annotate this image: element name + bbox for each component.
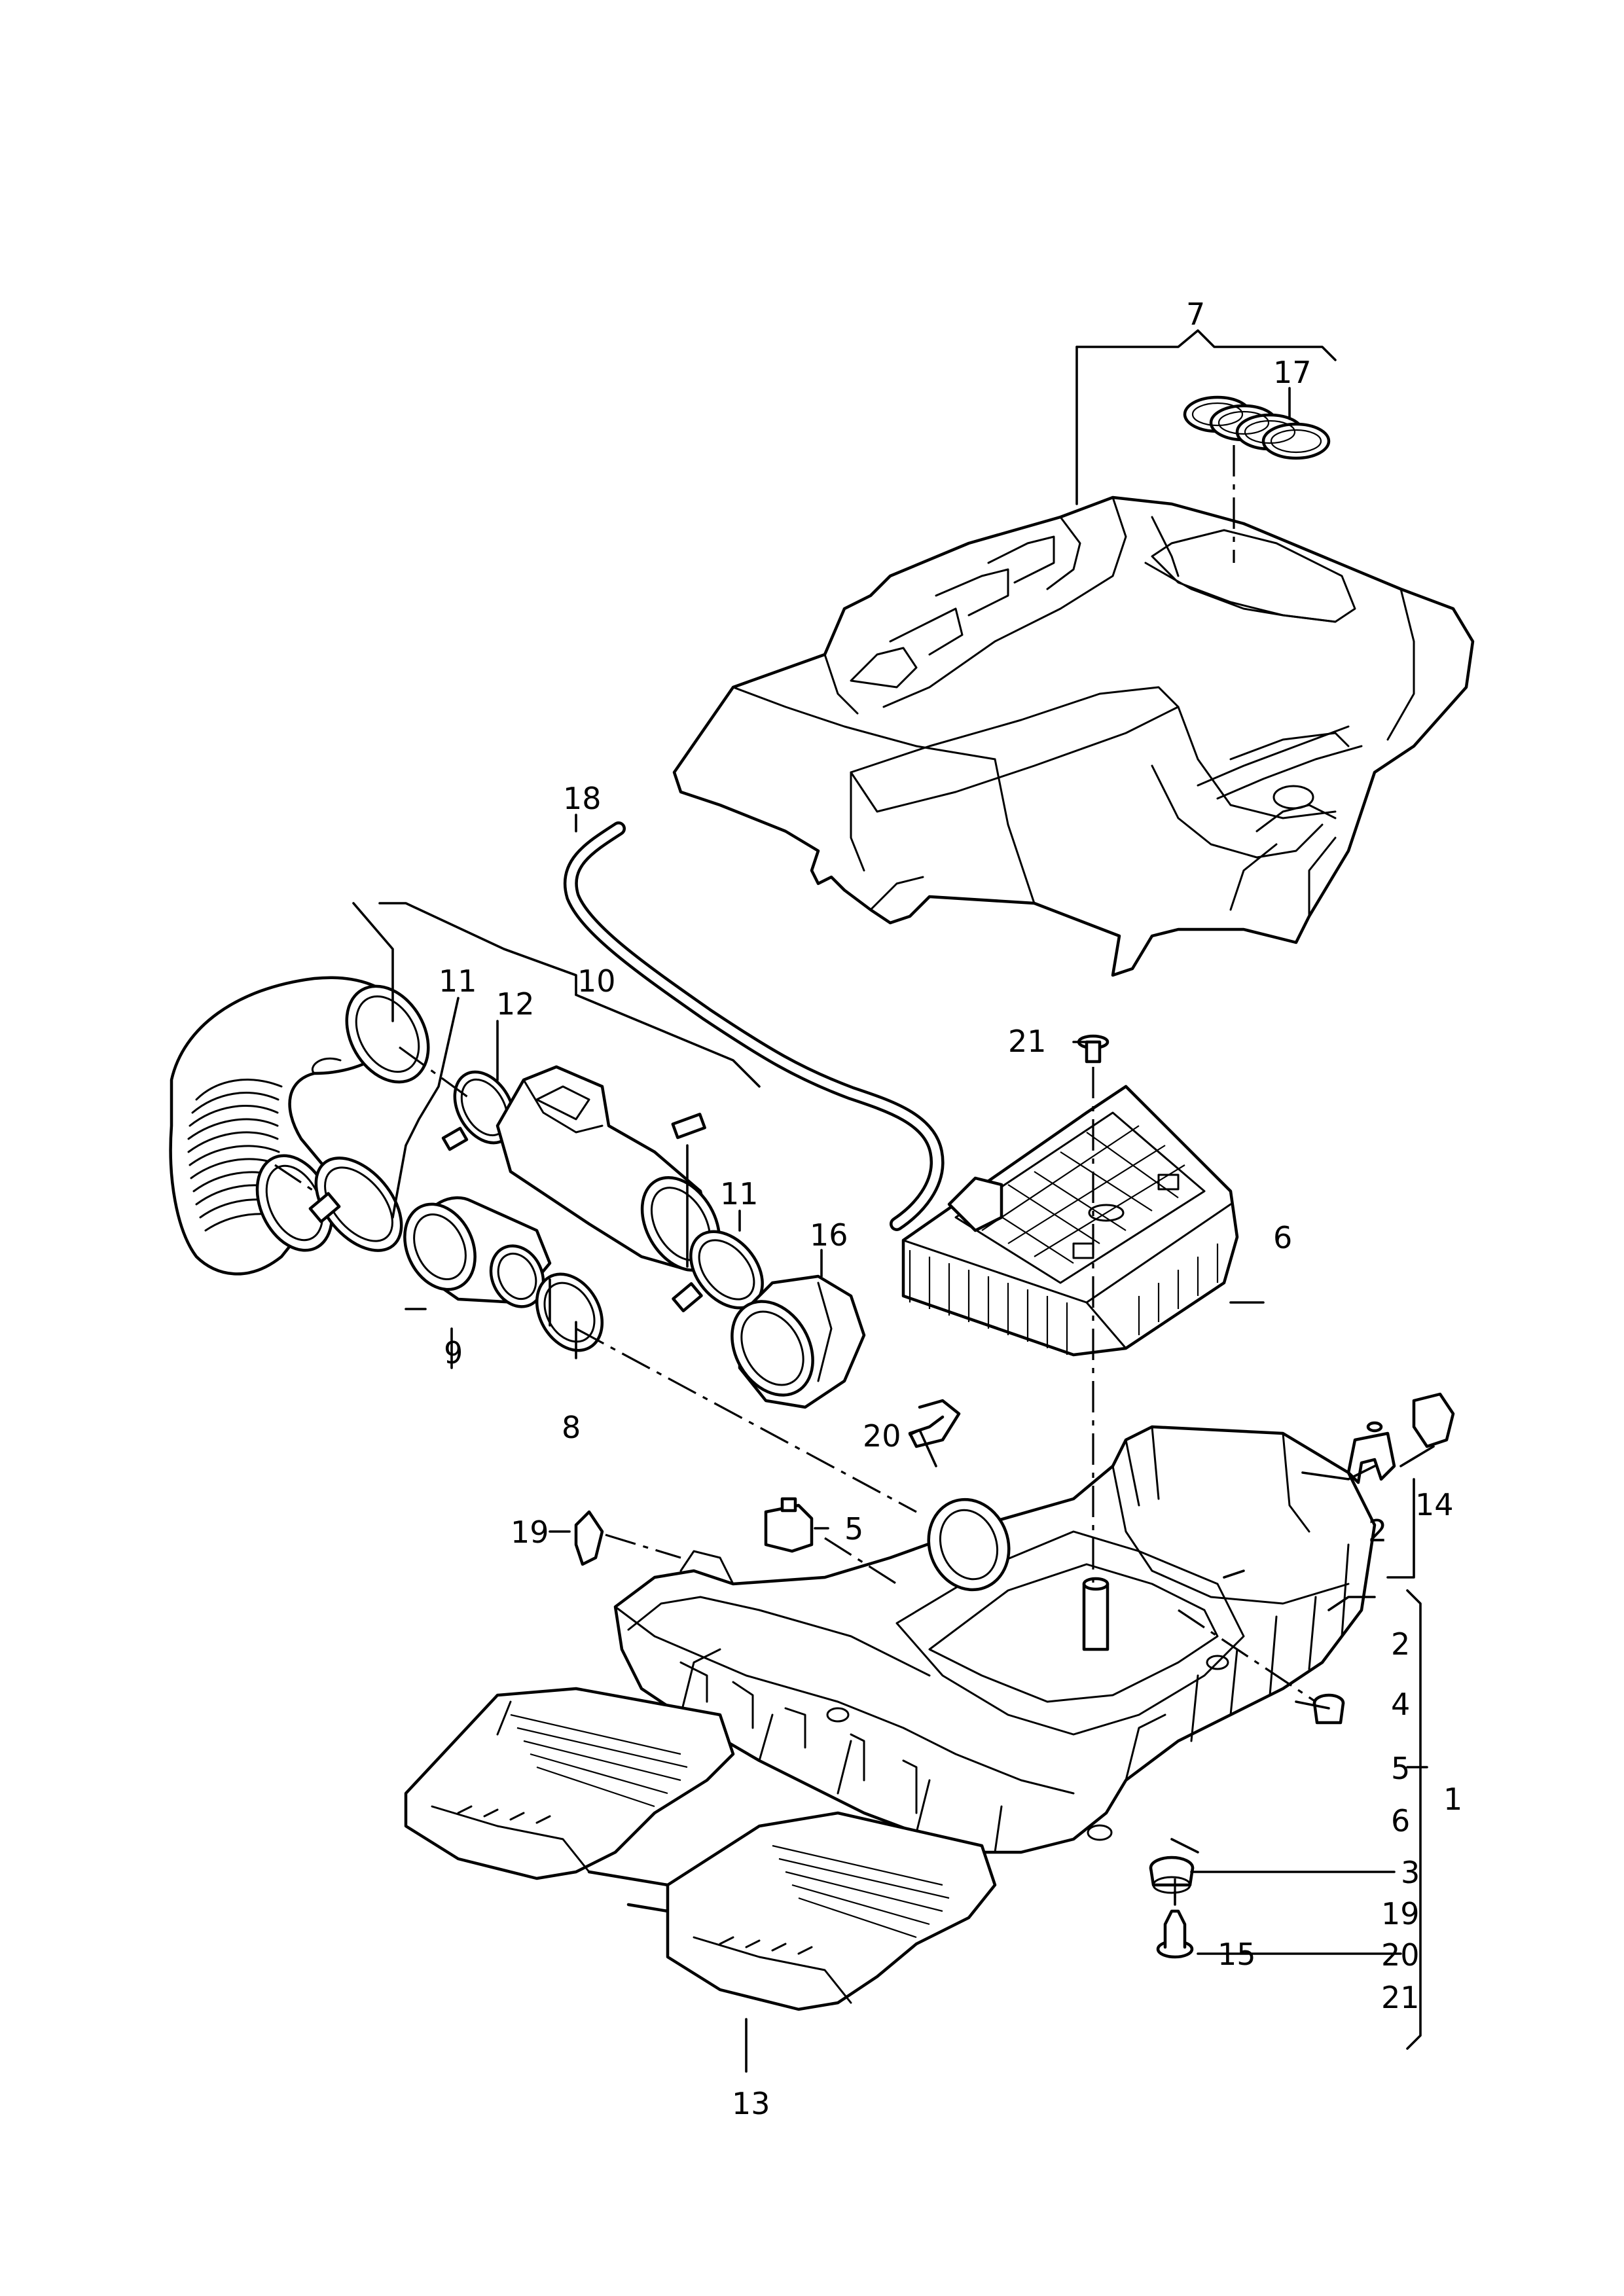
air-guide-13[interactable] [404,1687,997,2011]
intake-adapter-16[interactable] [716,1274,866,1410]
callout-7: 7 [1186,296,1205,332]
callout-16: 16 [810,1217,848,1253]
callout-17: 17 [1273,355,1312,390]
callout-4: 4 [1391,1687,1410,1722]
callout-21-lower: 21 [1381,1980,1420,2015]
screw-21[interactable] [1077,1034,1110,1064]
callout-10: 10 [577,963,616,999]
callout-11-right: 11 [720,1176,759,1211]
callout-11-upper: 11 [439,963,477,999]
callout-14: 14 [1415,1487,1454,1522]
clip-20[interactable] [908,1399,961,1448]
callout-2-lower: 2 [1391,1626,1410,1662]
callout-20-lower: 20 [1381,1937,1420,1973]
vent-hose[interactable] [563,821,945,1231]
hose-clamp-lower[interactable] [299,1142,418,1266]
callout-21-upper: 21 [1008,1024,1047,1059]
callout-8: 8 [562,1410,581,1445]
engine-cover[interactable] [672,495,1475,977]
connector-5[interactable] [764,1497,814,1553]
air-mass-meter[interactable] [391,1193,553,1315]
bracket-14[interactable] [1412,1392,1455,1448]
callout-1: 1 [1443,1782,1462,1817]
callout-12: 12 [496,986,535,1022]
callout-5-upper: 5 [844,1511,863,1547]
hose-clamp-right[interactable] [672,1218,776,1322]
grommet-3[interactable] [1149,1856,1195,1894]
callout-numbers: 7 17 18 11 10 12 21 11 6 16 9 8 20 2 14 … [439,296,1462,2121]
clip-19[interactable] [574,1510,604,1566]
pin-15[interactable] [1156,1909,1194,1959]
callout-18: 18 [563,781,602,816]
emblem-rings[interactable] [1183,395,1331,460]
leader-lines [352,329,1435,2073]
callout-9: 9 [444,1335,463,1371]
hose-clamp-upper[interactable] [331,971,445,1096]
callout-19-upper: 19 [511,1515,549,1550]
callout-6-lower: 6 [1391,1803,1410,1839]
callout-19-lower: 19 [1381,1896,1420,1931]
callout-5-lower: 5 [1391,1751,1410,1786]
intake-bellows-hose[interactable] [169,976,408,1276]
air-filter-housing[interactable] [613,1425,1377,1854]
alignment-lines [274,445,1316,1898]
callout-3: 3 [1401,1855,1420,1890]
callout-13: 13 [732,2086,770,2121]
callout-15: 15 [1218,1937,1256,1972]
bracket-2[interactable] [1346,1421,1396,1484]
sleeve-8[interactable] [524,1263,615,1362]
air-filter-element[interactable] [901,1085,1239,1357]
callout-20-upper: 20 [863,1418,901,1454]
callout-2-upper: 2 [1368,1513,1387,1549]
callout-6-upper: 6 [1273,1220,1292,1255]
